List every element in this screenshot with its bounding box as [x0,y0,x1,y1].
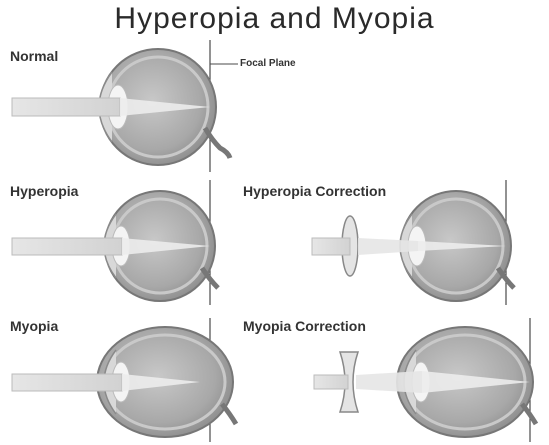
light-beam [314,375,348,389]
light-beam [12,98,120,116]
eye-normal [12,40,238,172]
optic-nerve [205,128,230,158]
eye-hyperopia-correction [312,180,514,305]
eye-myopia [12,318,236,442]
eye-hyperopia [12,180,218,305]
refracted-beam [356,371,422,393]
optic-nerve [522,404,536,424]
light-beam [312,238,350,255]
eye-myopia-correction [314,318,536,442]
light-beam [12,238,122,255]
optic-nerve [222,404,236,424]
light-beam [12,374,122,391]
